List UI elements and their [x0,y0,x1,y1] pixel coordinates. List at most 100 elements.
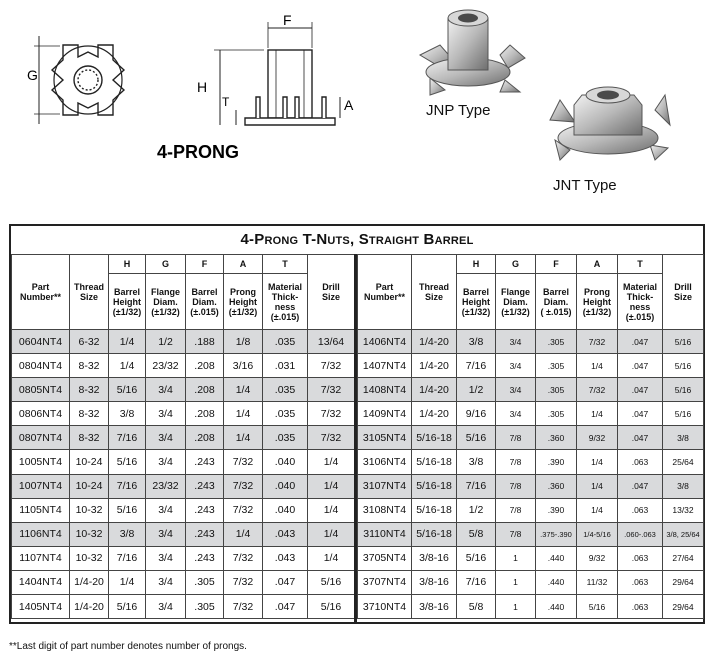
cell-barrel-height: 5/8 [456,521,496,547]
cell-drill-size: 13/64 [307,328,355,355]
cell-thread: 5/16-18 [411,473,457,499]
cell-thread: 3/8-16 [411,594,457,620]
cell-material-thickness: .035 [262,425,308,451]
cell-barrel-height: 5/16 [108,497,146,523]
cell-barrel-diam: .305 [185,594,224,620]
cell-prong-height: 7/32 [223,569,263,596]
col-letter-h: H [456,254,496,274]
cell-barrel-height: 1/2 [456,497,496,523]
side-view-drawing [214,22,341,126]
cell-flange-diam: 7/8 [495,449,536,475]
cell-part: 0807NT4 [11,425,70,451]
cell-flange-diam: 7/8 [495,497,536,523]
dimension-g-label: G [27,67,38,83]
cell-part: 3710NT4 [357,594,412,620]
cell-barrel-diam: .243 [185,449,224,475]
cell-flange-diam: 7/8 [495,521,536,547]
cell-thread: 8-32 [69,353,109,379]
cell-barrel-diam: .243 [185,497,224,523]
cell-barrel-height: 7/16 [108,425,146,451]
cell-prong-height: 7/32 [223,497,263,523]
col-letter-a: A [576,254,618,274]
cell-flange-diam: 3/4 [495,377,536,403]
jnp-type-label: JNP Type [426,102,491,119]
cell-barrel-diam: .208 [185,353,224,379]
table-title: 4-Prong T-Nuts, Straight Barrel [11,226,703,255]
cell-barrel-height: 1/4 [108,569,146,596]
cell-prong-height: 1/4 [223,425,263,451]
cell-barrel-diam: .360 [535,425,577,451]
cell-thread: 8-32 [69,401,109,427]
cell-prong-height: 1/4 [223,401,263,427]
cell-barrel-diam: .305 [535,401,577,427]
cell-drill-size: 29/64 [662,569,704,596]
cell-part: 3106NT4 [357,449,412,475]
col-letter-a: A [223,254,263,274]
dimension-t-label: T [222,95,230,109]
jnp-tnut-photo [418,9,526,96]
cell-flange-diam: 3/4 [145,521,186,547]
cell-material-thickness: .040 [262,473,308,499]
cell-part: 1406NT4 [357,328,412,355]
cell-flange-diam: 1 [495,569,536,596]
cell-barrel-height: 5/16 [108,449,146,475]
cell-thread: 1/4-20 [411,377,457,403]
cell-prong-height: 1/4 [223,377,263,403]
cell-barrel-diam: .305 [535,377,577,403]
dimension-h-label: H [197,79,207,95]
cell-material-thickness: .035 [262,328,308,355]
cell-prong-height: 7/32 [576,377,618,403]
cell-flange-diam: 3/4 [145,425,186,451]
cell-prong-height: 1/8 [223,328,263,355]
cell-part: 3707NT4 [357,569,412,596]
cell-part: 1106NT4 [11,521,70,547]
cell-prong-height: 1/4 [576,449,618,475]
cell-thread: 10-24 [69,449,109,475]
cell-prong-height: 7/32 [223,449,263,475]
cell-drill-size: 3/8 [662,473,704,499]
cell-barrel-height: 1/2 [456,377,496,403]
cell-drill-size: 5/16 [307,569,355,596]
cell-material-thickness: .047 [617,377,663,403]
cell-prong-height: 9/32 [576,425,618,451]
cell-part: 0804NT4 [11,353,70,379]
cell-drill-size: 3/8 [662,425,704,451]
cell-barrel-height: 7/16 [456,473,496,499]
cell-barrel-diam: .305 [535,328,577,355]
cell-material-thickness: .047 [617,473,663,499]
cell-barrel-height: 5/16 [456,425,496,451]
cell-barrel-diam: .208 [185,377,224,403]
cell-material-thickness: .047 [617,328,663,355]
cell-barrel-diam: .305 [535,353,577,379]
cell-material-thickness: .047 [617,425,663,451]
cell-part: 1007NT4 [11,473,70,499]
cell-barrel-height: 5/16 [456,545,496,571]
cell-thread: 5/16-18 [411,497,457,523]
cell-part: 1405NT4 [11,594,70,620]
cell-drill-size: 5/16 [662,328,704,355]
cell-material-thickness: .060-.063 [617,521,663,547]
cell-barrel-diam: .305 [185,569,224,596]
cell-barrel-height: 1/4 [108,328,146,355]
cell-barrel-diam: .243 [185,545,224,571]
cell-drill-size: 5/16 [662,377,704,403]
cell-prong-height: 1/4 [576,353,618,379]
